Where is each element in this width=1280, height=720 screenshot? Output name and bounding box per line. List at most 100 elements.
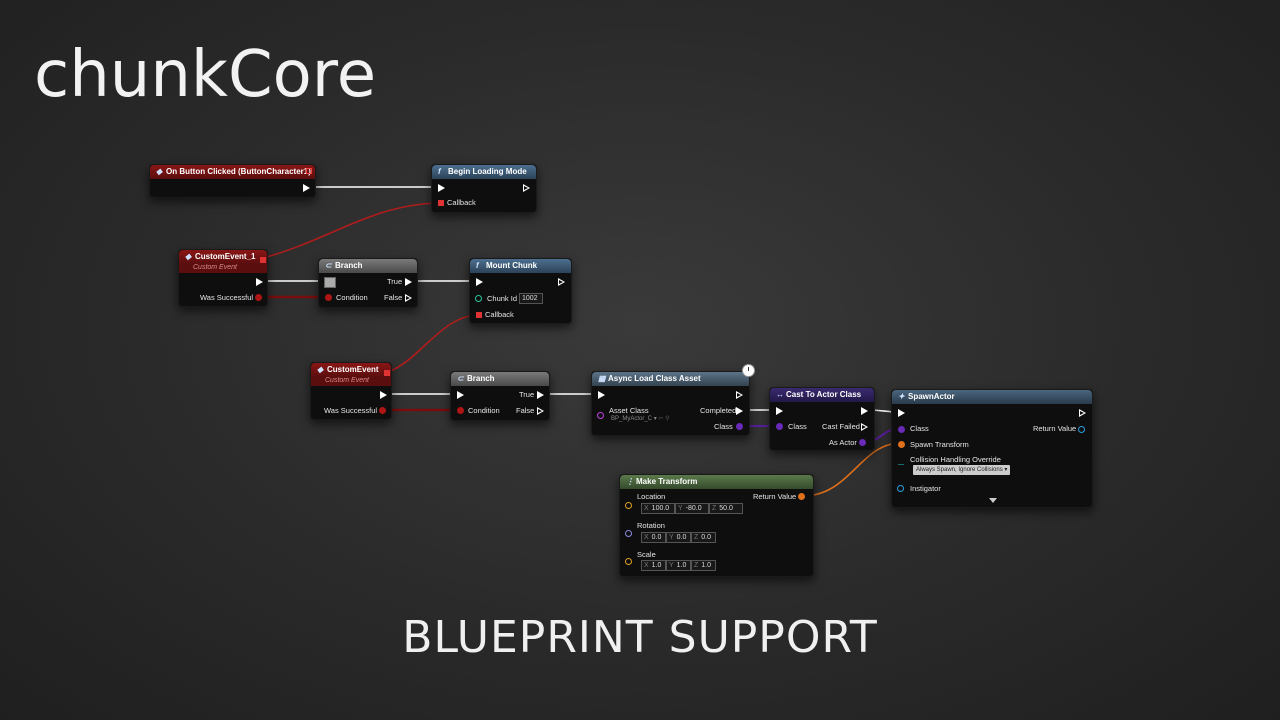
exec-in-pin[interactable]	[776, 407, 783, 415]
node-title: Cast To Actor Class	[786, 390, 862, 399]
instigator-pin[interactable]	[897, 485, 904, 492]
collision-pin[interactable]	[898, 464, 904, 469]
dropdown-arrow-icon: ▾	[1004, 467, 1008, 473]
collision-label: Collision Handling Override	[910, 455, 1001, 464]
return-value-label: Return Value	[1033, 424, 1077, 433]
bool-out-pin[interactable]	[255, 294, 262, 301]
asset-class-select[interactable]: BP_MyActor_C ▾ ⇦ ⚲	[611, 415, 669, 423]
node-custom-event-1[interactable]: ◆CustomEvent_1 Custom Event Was Successf…	[178, 249, 268, 307]
axis-z: Z	[712, 505, 717, 512]
callback-pin[interactable]	[438, 200, 444, 206]
event-icon: ◆	[156, 167, 163, 176]
expand-arrow-icon[interactable]	[989, 498, 997, 503]
node-on-button-clicked[interactable]: ◆On Button Clicked (ButtonCharacter1)	[149, 164, 316, 198]
exec-out-pin[interactable]	[861, 407, 868, 415]
node-subtitle: Custom Event	[179, 263, 267, 273]
delegate-out-pin[interactable]	[384, 370, 390, 376]
exec-out-pin[interactable]	[256, 278, 263, 286]
return-value-pin[interactable]	[1078, 426, 1085, 433]
node-custom-event[interactable]: ◆CustomEvent Custom Event Was Successful	[310, 362, 392, 420]
exec-in-pin[interactable]	[598, 391, 605, 399]
node-cast-to-actor-class[interactable]: ↔Cast To Actor Class Class Cast Failed A…	[769, 387, 875, 451]
exec-false-pin[interactable]	[405, 294, 412, 302]
spawn-transform-label: Spawn Transform	[910, 440, 969, 449]
make-icon: ⋮	[626, 477, 634, 486]
exec-in-pin[interactable]	[476, 278, 483, 286]
spawn-icon: ✦	[898, 392, 905, 401]
exec-out-pin[interactable]	[380, 391, 387, 399]
class-in-pin[interactable]	[776, 423, 783, 430]
node-spawn-actor[interactable]: ✦SpawnActor Class Return Value Spawn Tra…	[891, 389, 1093, 508]
class-label: Class	[910, 424, 929, 433]
callback-label: Callback	[447, 198, 476, 207]
asset-class-pin[interactable]	[597, 412, 604, 419]
scale-z-value: 1.0	[701, 562, 712, 569]
exec-out-pin[interactable]	[736, 391, 743, 399]
scale-y-value: 1.0	[676, 562, 687, 569]
class-out-pin[interactable]	[736, 423, 743, 430]
asset-class-label: Asset Class	[609, 406, 649, 415]
rotation-x-value: 0.0	[651, 534, 662, 541]
scale-pin[interactable]	[625, 558, 632, 565]
location-y-field[interactable]: Y-80.0	[675, 503, 709, 514]
exec-completed-pin[interactable]	[736, 407, 743, 415]
exec-out-pin[interactable]	[558, 278, 565, 286]
location-pin[interactable]	[625, 502, 632, 509]
delegate-out-pin[interactable]	[260, 257, 266, 263]
node-async-load-class-asset[interactable]: ▦Async Load Class Asset Asset Class BP_M…	[591, 364, 755, 436]
node-title: Mount Chunk	[486, 261, 538, 270]
exec-in-pin[interactable]	[324, 277, 336, 288]
delegate-pin[interactable]	[306, 168, 312, 174]
instigator-label: Instigator	[910, 484, 941, 493]
exec-cast-failed-pin[interactable]	[861, 423, 868, 431]
exec-out-pin[interactable]	[1079, 409, 1086, 417]
node-title: CustomEvent_1	[195, 252, 256, 261]
rotation-pin[interactable]	[625, 530, 632, 537]
condition-pin[interactable]	[457, 407, 464, 414]
bool-out-pin[interactable]	[379, 407, 386, 414]
grid-icon: ▦	[598, 374, 606, 383]
exec-true-pin[interactable]	[537, 391, 544, 399]
class-in-pin[interactable]	[898, 426, 905, 433]
exec-false-pin[interactable]	[537, 407, 544, 415]
as-actor-pin[interactable]	[859, 439, 866, 446]
exec-in-pin[interactable]	[457, 391, 464, 399]
condition-pin[interactable]	[325, 294, 332, 301]
exec-in-pin[interactable]	[898, 409, 905, 417]
rotation-z-value: 0.0	[701, 534, 712, 541]
scale-label: Scale	[637, 550, 656, 559]
node-branch-2[interactable]: ⊂Branch True Condition False	[450, 371, 550, 421]
event-icon: ◆	[185, 252, 192, 261]
chunk-id-pin[interactable]	[475, 295, 482, 302]
node-title: Branch	[467, 374, 495, 383]
chunk-id-input[interactable]: 1002	[519, 293, 543, 304]
spawn-transform-pin[interactable]	[898, 441, 905, 448]
event-icon: ◆	[317, 365, 324, 374]
exec-out-pin[interactable]	[523, 184, 530, 192]
node-title: Make Transform	[636, 477, 698, 486]
exec-true-pin[interactable]	[405, 278, 412, 286]
delegate-wire	[387, 314, 477, 373]
exec-in-pin[interactable]	[438, 184, 445, 192]
location-x-value: 100.0	[651, 505, 670, 512]
exec-out-pin[interactable]	[303, 184, 310, 192]
collision-select[interactable]: Always Spawn, Ignore Collisions ▾	[913, 465, 1011, 475]
was-successful-label: Was Successful	[324, 406, 378, 415]
node-title: Branch	[335, 261, 363, 270]
callback-pin[interactable]	[476, 312, 482, 318]
node-branch-1[interactable]: ⊂Branch True Condition False	[318, 258, 418, 308]
location-z-value: 50.0	[719, 505, 733, 512]
return-value-label: Return Value	[753, 492, 797, 501]
return-value-pin[interactable]	[798, 493, 805, 500]
